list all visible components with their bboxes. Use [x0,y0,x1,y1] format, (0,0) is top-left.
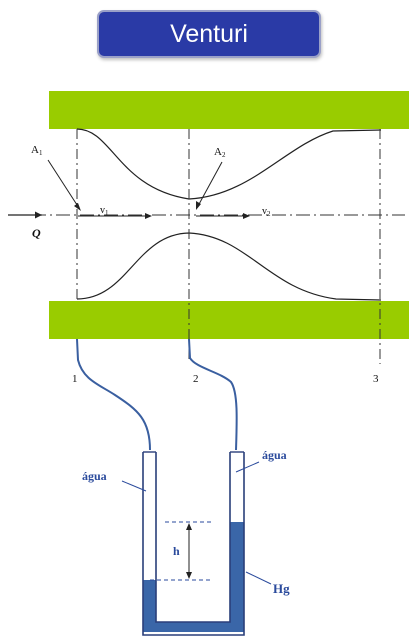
velocity2-arrow-head [243,213,250,219]
area2-pointer [197,161,223,207]
height-arrow-head-top [186,523,192,530]
mercury-leader [245,571,272,585]
right-hose [188,338,238,451]
upper-pipe-wall [49,91,409,129]
velocity2-label: v2 [262,206,271,218]
water-left-label: água [82,469,107,483]
left-hose [76,338,151,451]
upper-venturi-profile [76,128,382,200]
water-right-label: água [262,448,287,462]
velocity1-arrow-head [145,213,152,219]
water-right-leader [235,461,260,473]
area2-pointer-head [196,201,201,210]
right-mercury-column [230,522,244,630]
lower-pipe-wall [49,301,409,339]
u-tube-outer [142,452,245,636]
water-left-leader [121,480,147,492]
title-banner: Venturi [97,10,321,58]
area1-pointer [47,159,80,209]
mercury-bottom [143,622,244,632]
flow-label: Q [32,226,41,240]
velocity1-label: v1 [100,205,109,217]
area2-label: A2 [214,146,226,159]
mercury-label: Hg [273,581,290,596]
height-label: h [173,544,180,558]
section1-label: 1 [72,373,78,385]
flow-arrow-head [35,211,42,219]
height-arrow-head-bottom [186,572,192,579]
area1-label: A1 [31,144,43,157]
left-mercury-column [143,580,156,630]
area1-pointer-head [74,203,81,211]
section2-label: 2 [193,373,199,385]
section3-label: 3 [373,373,379,385]
u-tube-inner [155,452,231,623]
lower-venturi-profile [76,232,382,301]
page-title: Venturi [170,19,248,48]
